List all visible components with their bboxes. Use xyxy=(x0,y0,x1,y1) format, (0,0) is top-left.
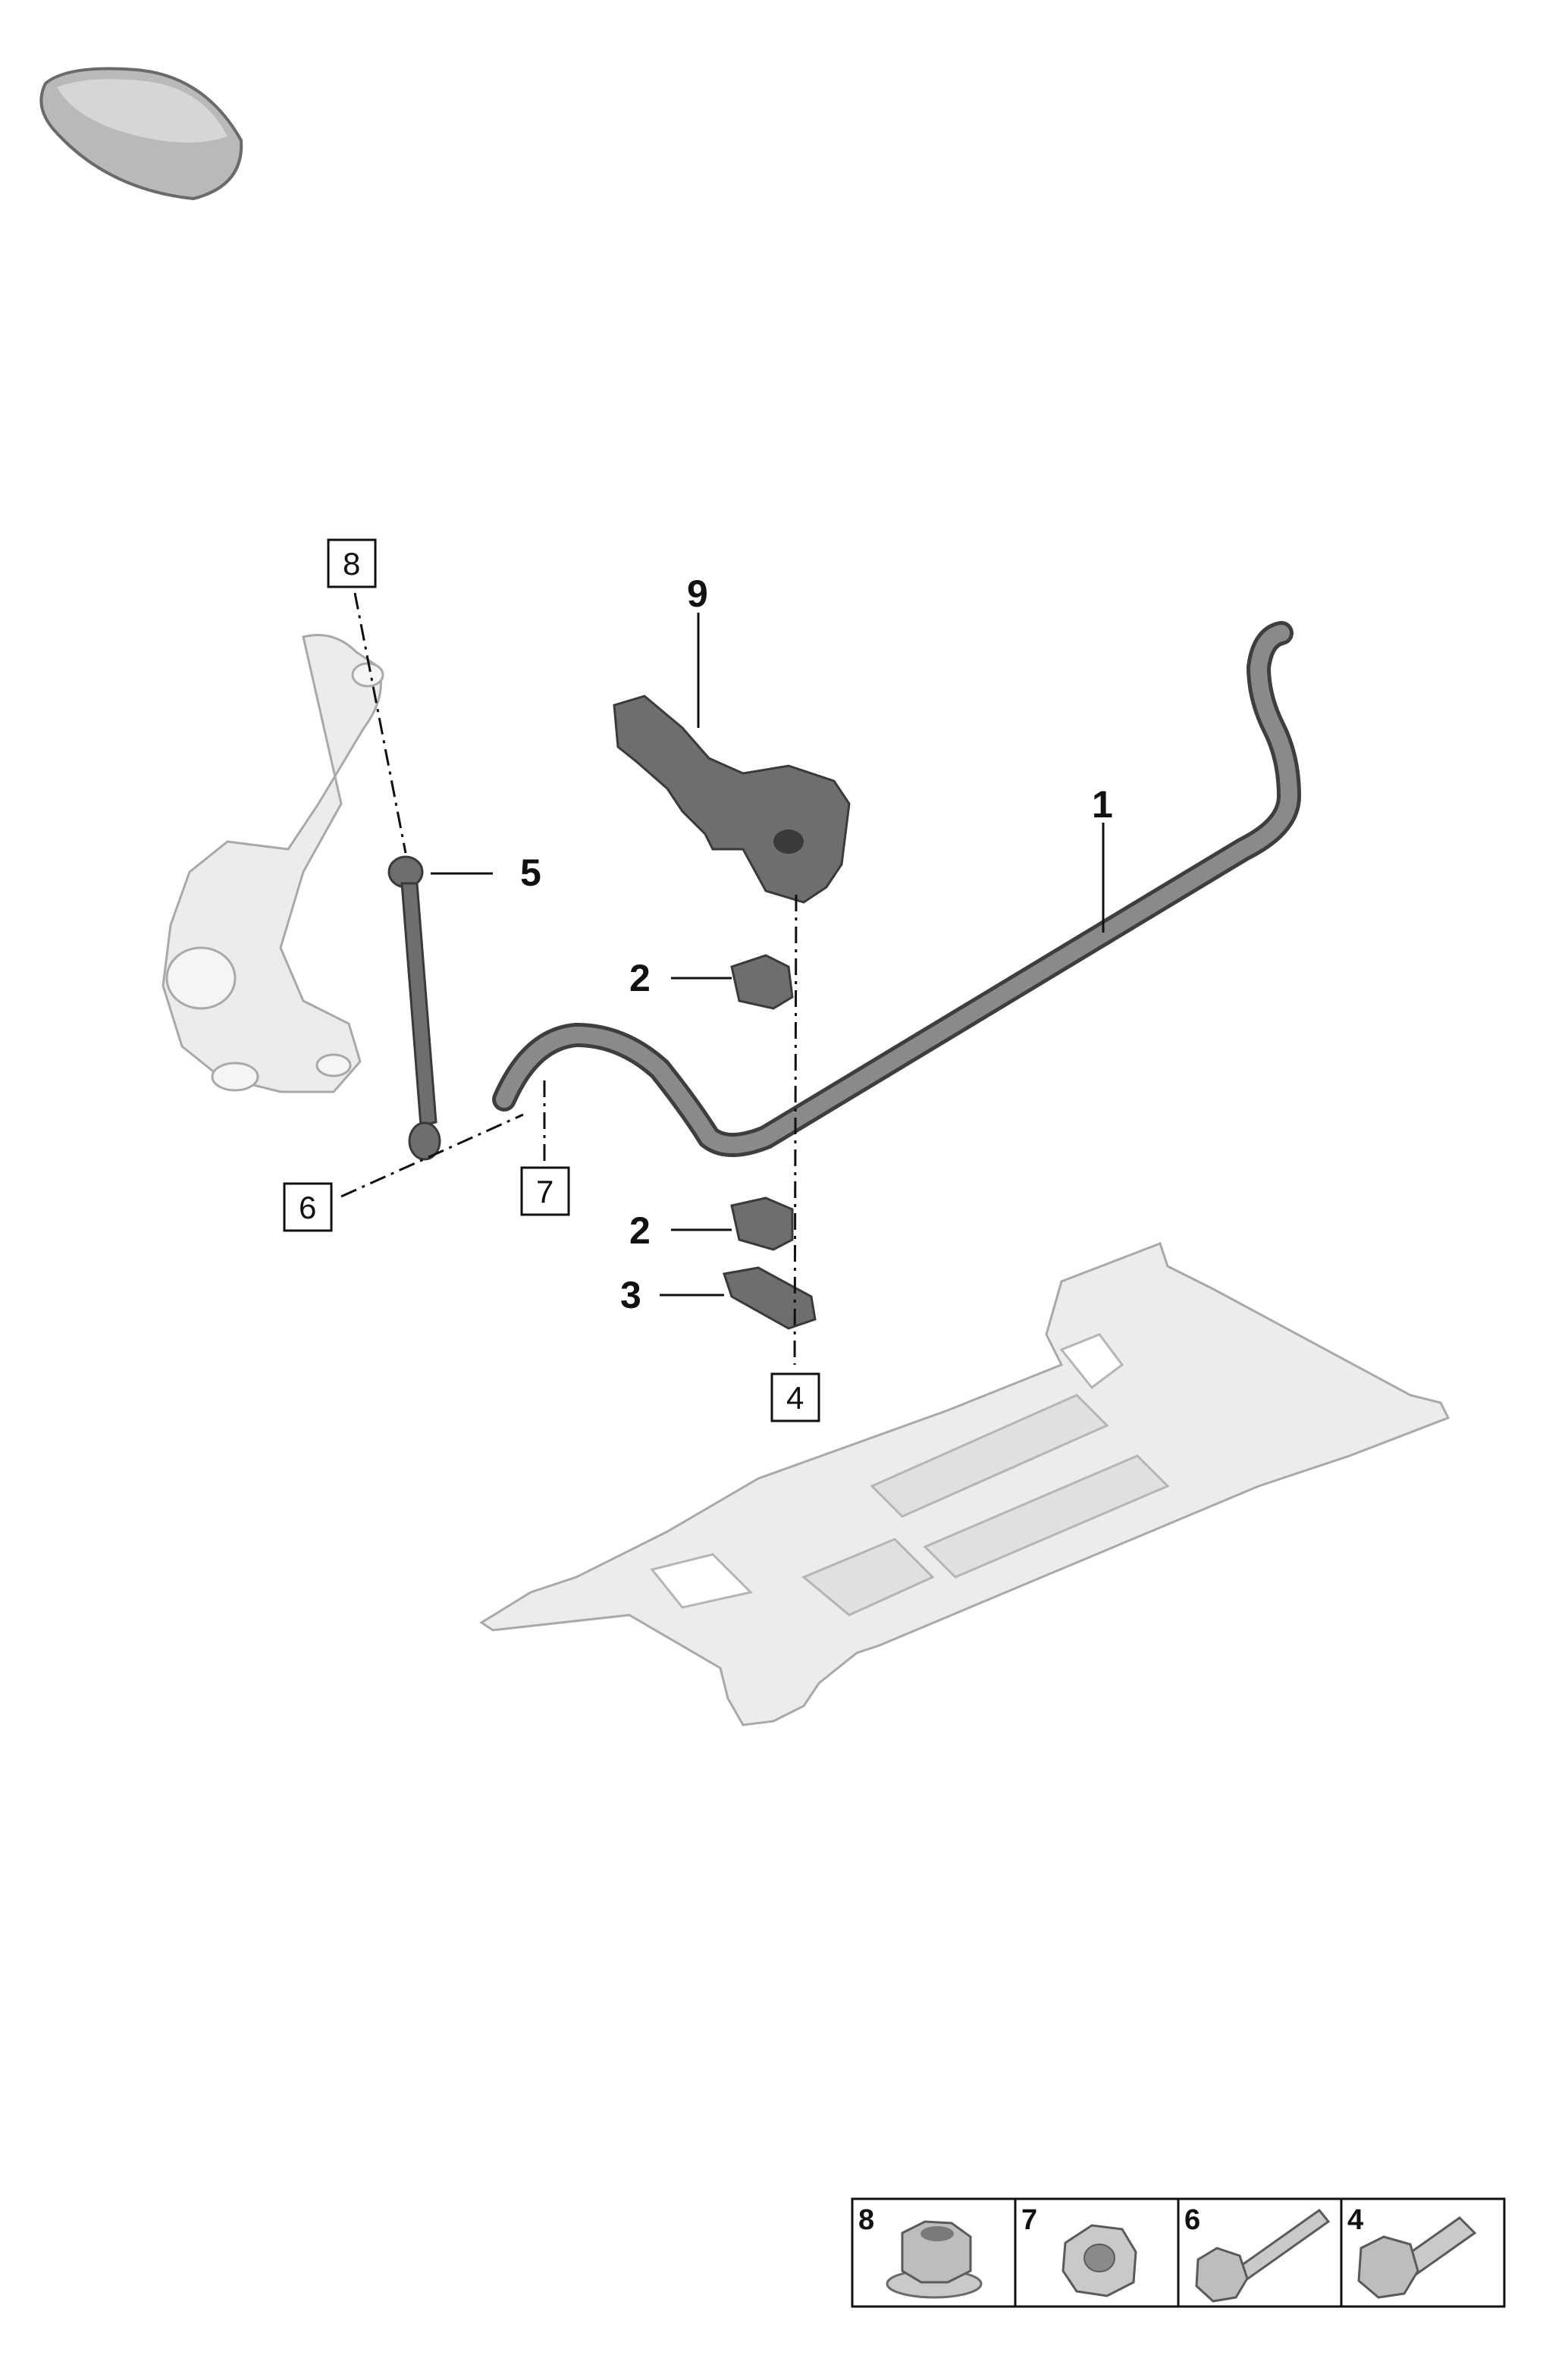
svg-text:6: 6 xyxy=(299,1190,316,1225)
callout-box-7: 7 xyxy=(520,1166,570,1216)
callout-9: 9 xyxy=(687,572,708,615)
callout-2-lower: 2 xyxy=(629,1209,651,1252)
flange-nut-icon xyxy=(886,2220,983,2299)
legend-cell-4-number: 4 xyxy=(1347,2204,1363,2236)
stabilizer-link xyxy=(387,855,441,1161)
long-bolt-icon xyxy=(1195,2208,1331,2303)
svg-text:4: 4 xyxy=(786,1380,804,1416)
underbody-shield xyxy=(479,1242,1450,1726)
callout-1: 1 xyxy=(1092,783,1113,826)
legend-cell-2-number: 7 xyxy=(1021,2204,1037,2236)
mounting-clamp xyxy=(723,1266,817,1330)
callout-box-6: 6 xyxy=(283,1182,333,1232)
guide-line-6 xyxy=(340,1113,524,1198)
short-bolt-icon xyxy=(1357,2216,1477,2299)
guide-line-8-to-5 xyxy=(353,592,407,854)
callout-box-4: 4 xyxy=(770,1372,820,1422)
stabilizer-bushing-upper xyxy=(730,954,794,1010)
legend-cell-3-number: 6 xyxy=(1184,2204,1200,2236)
callout-3: 3 xyxy=(620,1274,641,1316)
vehicle-model-icon xyxy=(39,67,243,201)
svg-text:7: 7 xyxy=(536,1174,554,1209)
fastener-legend: 8 7 6 4 xyxy=(851,2197,1506,2308)
support-bracket xyxy=(613,695,851,904)
svg-text:8: 8 xyxy=(343,546,360,582)
callout-box-8: 8 xyxy=(327,538,377,588)
legend-cell-1-number: 8 xyxy=(858,2204,874,2236)
callout-5: 5 xyxy=(520,851,541,894)
stabilizer-bar xyxy=(492,621,1302,1157)
guide-line-bracket-to-clamp xyxy=(793,894,798,1366)
hex-nut-icon xyxy=(1062,2224,1137,2297)
steering-knuckle xyxy=(162,634,384,1093)
stabilizer-bushing-lower xyxy=(730,1196,794,1251)
callout-2-upper: 2 xyxy=(629,957,651,999)
